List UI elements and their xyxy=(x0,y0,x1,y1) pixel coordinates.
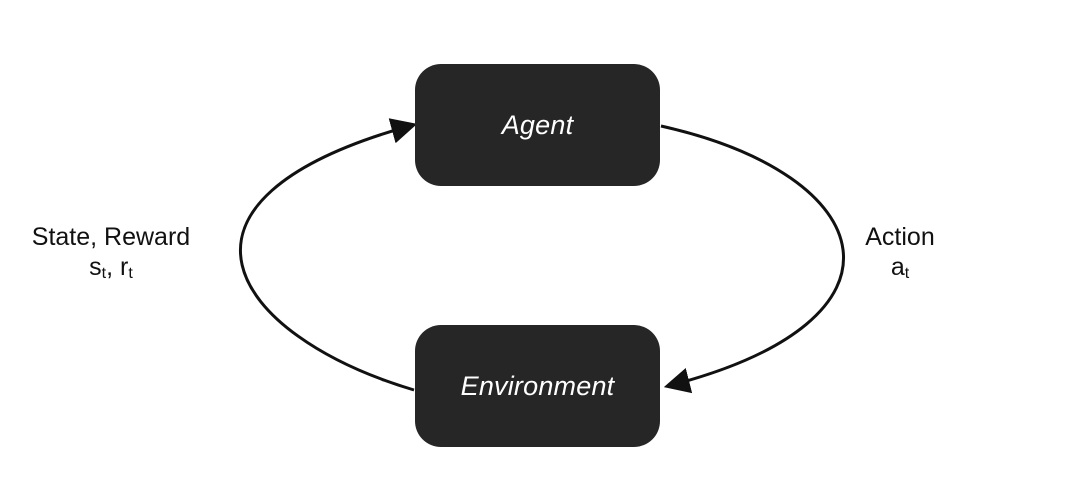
reward-symbol: r xyxy=(120,253,129,281)
action-label: Action at xyxy=(850,222,950,282)
state-reward-label: State, Reward st, rt xyxy=(20,222,202,282)
environment-node: Environment xyxy=(415,325,660,447)
reward-subscript: t xyxy=(128,265,133,282)
action-arrow xyxy=(660,124,845,394)
agent-label: Agent xyxy=(501,109,574,140)
action-symbol-group: at xyxy=(850,252,950,282)
action-subscript: t xyxy=(904,265,910,282)
environment-label: Environment xyxy=(460,370,615,401)
state-reward-symbols: st, rt xyxy=(20,252,202,282)
state-subscript: t xyxy=(101,265,107,282)
state-symbol: s xyxy=(89,253,102,281)
action-symbol: a xyxy=(890,253,905,281)
state-reward-title: State, Reward xyxy=(31,223,191,251)
feedback-arrow xyxy=(239,118,418,392)
agent-node: Agent xyxy=(415,64,660,186)
action-title: Action xyxy=(865,223,935,251)
symbol-separator: , xyxy=(106,253,121,281)
